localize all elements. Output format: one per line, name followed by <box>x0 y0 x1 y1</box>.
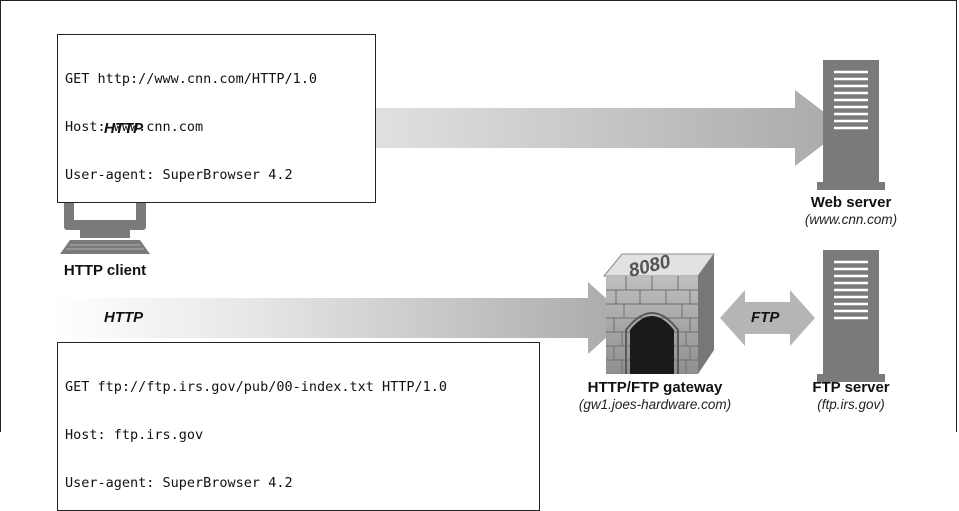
gateway-label: HTTP/FTP gateway <box>587 379 723 396</box>
request-line: Host: ftp.irs.gov <box>65 427 204 443</box>
ftp-server-icon <box>817 250 885 382</box>
http-request-box: GET http://www.cnn.com/HTTP/1.0 Host: ww… <box>57 34 376 203</box>
http-arrow-bottom <box>55 282 628 354</box>
ftp-server-host: (ftp.irs.gov) <box>817 397 885 412</box>
gateway-host: (gw1.joes-hardware.com) <box>578 397 732 412</box>
request-line: Host: www.cnn.com <box>65 119 204 135</box>
gateway-arch-icon: 8080 <box>602 251 715 374</box>
http-label-top: HTTP <box>104 120 144 137</box>
web-server-label: Web server <box>810 194 892 211</box>
web-server-host: (www.cnn.com) <box>804 212 898 227</box>
diagram-frame <box>0 0 957 432</box>
http-label-bottom: HTTP <box>104 309 144 326</box>
client-label: HTTP client <box>63 262 147 279</box>
ftp-server-label: FTP server <box>812 379 890 396</box>
request-line: User-agent: SuperBrowser 4.2 <box>65 167 293 183</box>
ftp-label: FTP <box>751 309 780 326</box>
request-line: GET ftp://ftp.irs.gov/pub/00-index.txt H… <box>65 379 448 395</box>
request-line: GET http://www.cnn.com/HTTP/1.0 <box>65 71 317 87</box>
ftp-request-box: GET ftp://ftp.irs.gov/pub/00-index.txt H… <box>57 342 540 511</box>
request-line: User-agent: SuperBrowser 4.2 <box>65 475 293 491</box>
web-server-icon <box>817 60 885 190</box>
ftp-double-arrow <box>720 290 815 346</box>
